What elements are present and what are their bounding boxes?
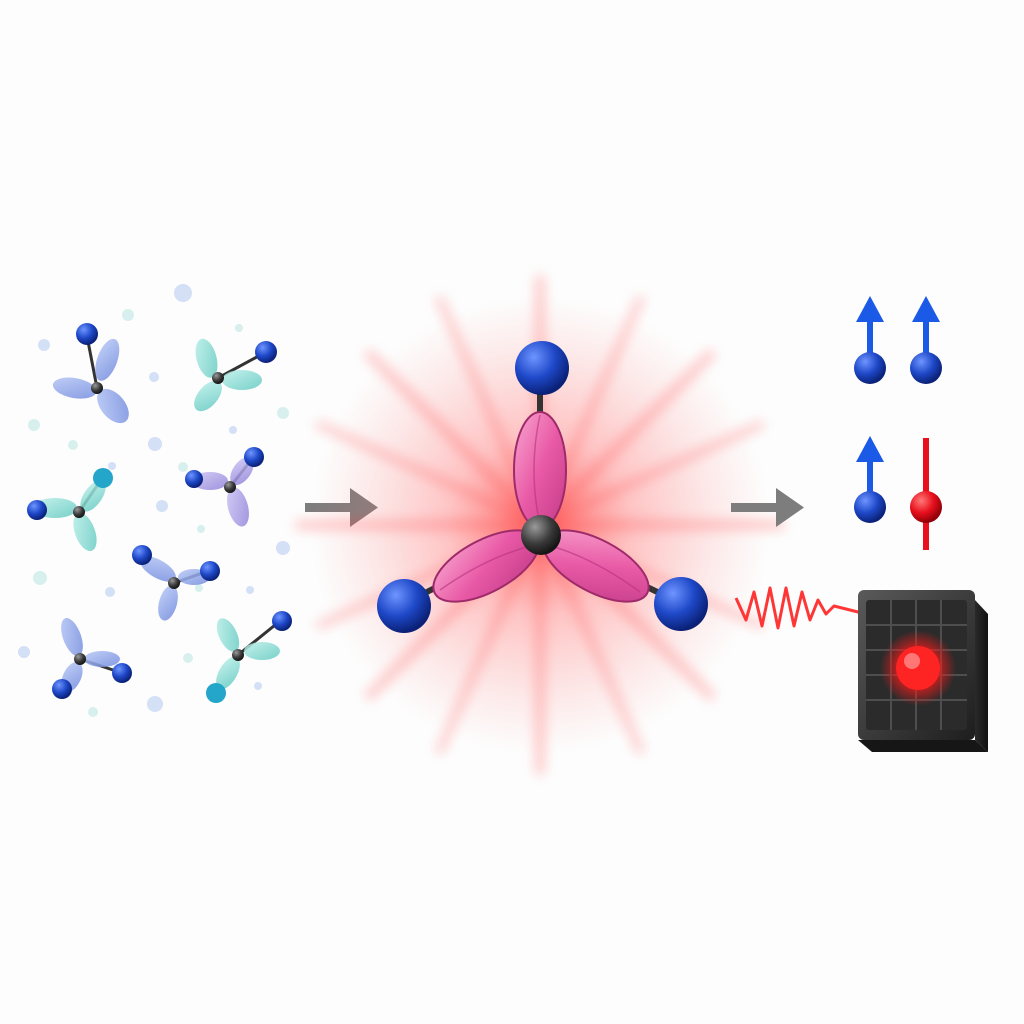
peripheral-atom xyxy=(515,341,569,395)
spin-pair-up-up xyxy=(854,296,942,384)
ensemble-molecule xyxy=(132,545,220,621)
orbital-lobes xyxy=(432,411,650,603)
spin-states xyxy=(854,296,942,550)
ensemble-molecule xyxy=(185,447,264,527)
spin-up-arrow-icon xyxy=(854,296,886,384)
central-atom xyxy=(521,515,561,555)
excited-molecule xyxy=(295,275,785,775)
ensemble-molecule xyxy=(52,617,132,699)
ensemble-molecule xyxy=(206,611,292,703)
molecule-ensemble xyxy=(18,284,292,717)
ensemble-molecule xyxy=(52,323,129,424)
flipped-spin-icon xyxy=(910,438,942,550)
ensemble-molecule xyxy=(194,338,277,412)
spin-up-arrow-icon xyxy=(854,436,886,523)
arrow-right-icon xyxy=(731,488,804,527)
spin-up-arrow-icon xyxy=(910,296,942,384)
spin-pair-up-flipped xyxy=(854,436,942,550)
peripheral-atom xyxy=(654,577,708,631)
peripheral-atom xyxy=(377,579,431,633)
detector-icon xyxy=(858,590,988,752)
ensemble-molecule xyxy=(27,468,113,552)
background-particles xyxy=(18,284,290,717)
